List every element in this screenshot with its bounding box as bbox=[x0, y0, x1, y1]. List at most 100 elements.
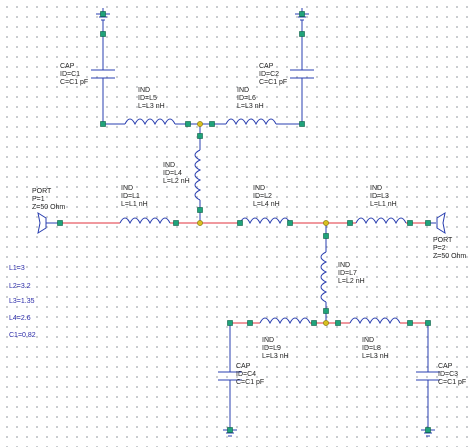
equation-l4[interactable]: L4=2.6 bbox=[9, 315, 31, 322]
label-p2-type: PORT bbox=[433, 237, 453, 244]
label-l1-value: L=L1 nH bbox=[121, 201, 148, 208]
label-l2-type: IND bbox=[253, 185, 265, 192]
label-l3-value: L=L1 nH bbox=[370, 201, 397, 208]
equation-l2[interactable]: L2=3.2 bbox=[9, 283, 31, 290]
capacitor-c2[interactable] bbox=[278, 20, 314, 125]
label-c1-id: ID=C1 bbox=[60, 71, 80, 78]
node-square[interactable] bbox=[185, 121, 191, 127]
label-c3-value: C=C1 pF bbox=[438, 379, 466, 386]
port-1[interactable] bbox=[37, 211, 60, 235]
label-l9-type: IND bbox=[262, 337, 274, 344]
node-square[interactable] bbox=[247, 320, 253, 326]
node-square[interactable] bbox=[227, 320, 233, 326]
node-markers bbox=[57, 11, 431, 433]
label-c4-id: ID=C4 bbox=[236, 371, 256, 378]
node-square[interactable] bbox=[347, 220, 353, 226]
junction-top bbox=[197, 121, 203, 127]
node-square[interactable] bbox=[57, 220, 63, 226]
node-square[interactable] bbox=[407, 320, 413, 326]
node-square[interactable] bbox=[299, 31, 305, 37]
label-l9-id: ID=L9 bbox=[262, 345, 281, 352]
label-l7: IND ID=L7 L=L2 nH bbox=[338, 262, 365, 285]
label-l9-value: L=L3 nH bbox=[262, 353, 289, 360]
node-square[interactable] bbox=[335, 320, 341, 326]
label-c3: CAP ID=C3 C=C1 pF bbox=[438, 363, 466, 386]
label-l3-id: ID=L3 bbox=[370, 193, 389, 200]
variable-equations: L1=3 L2=3.2 L3=1.35 L4=2.6 C1=0.82 bbox=[9, 265, 36, 339]
label-l5-id: ID=L5 bbox=[138, 95, 157, 102]
label-l7-value: L=L2 nH bbox=[338, 278, 365, 285]
label-l5: IND ID=L5 L=L3 nH bbox=[138, 87, 165, 110]
equation-c1[interactable]: C1=0.82 bbox=[9, 332, 36, 339]
capacitor-c1[interactable] bbox=[91, 20, 122, 125]
label-l1-type: IND bbox=[121, 185, 133, 192]
label-c2: CAP ID=C2 C=C1 pF bbox=[259, 63, 287, 86]
node-square[interactable] bbox=[299, 121, 305, 127]
label-l4-id: ID=L4 bbox=[163, 170, 182, 177]
label-c2-type: CAP bbox=[259, 63, 274, 70]
node-square[interactable] bbox=[100, 11, 106, 17]
equation-l3[interactable]: L3=1.35 bbox=[9, 298, 35, 305]
label-l6-id: ID=L6 bbox=[237, 95, 256, 102]
label-c1-type: CAP bbox=[60, 63, 75, 70]
capacitor-c3[interactable] bbox=[416, 323, 440, 430]
inductor-l1[interactable] bbox=[60, 217, 200, 225]
inductor-l6[interactable] bbox=[200, 118, 302, 126]
label-l1: IND ID=L1 L=L1 nH bbox=[121, 185, 148, 208]
label-p2-id: P=2 bbox=[433, 245, 446, 252]
label-l3: IND ID=L3 L=L1 nH bbox=[370, 185, 397, 208]
label-c1: CAP ID=C1 C=C1 pF bbox=[60, 63, 88, 86]
label-c3-type: CAP bbox=[438, 363, 453, 370]
node-square[interactable] bbox=[299, 11, 305, 17]
label-l2: IND ID=L2 L=L4 nH bbox=[253, 185, 280, 208]
label-l3-type: IND bbox=[370, 185, 382, 192]
label-l8-value: L=L3 nH bbox=[362, 353, 389, 360]
node-square[interactable] bbox=[425, 220, 431, 226]
node-square[interactable] bbox=[311, 320, 317, 326]
label-c3-id: ID=C3 bbox=[438, 371, 458, 378]
label-l4: IND ID=L4 L=L2 nH bbox=[163, 162, 190, 185]
node-square[interactable] bbox=[173, 220, 179, 226]
label-p1-value: Z=50 Ohm bbox=[32, 204, 65, 211]
label-p1: PORT P=1 Z=50 Ohm bbox=[32, 188, 65, 211]
label-l7-type: IND bbox=[338, 262, 350, 269]
node-square[interactable] bbox=[425, 320, 431, 326]
junction-main-left bbox=[197, 220, 203, 226]
equation-l1[interactable]: L1=3 bbox=[9, 265, 25, 272]
label-l1-id: ID=L1 bbox=[121, 193, 140, 200]
label-l6-value: L=L3 nH bbox=[237, 103, 264, 110]
node-square[interactable] bbox=[100, 121, 106, 127]
junction-main-right bbox=[323, 220, 329, 226]
label-l5-type: IND bbox=[138, 87, 150, 94]
label-c4: CAP ID=C4 C=C1 pF bbox=[236, 363, 264, 386]
label-p1-type: PORT bbox=[32, 188, 52, 195]
label-l8-type: IND bbox=[362, 337, 374, 344]
capacitor-c4[interactable] bbox=[218, 323, 242, 430]
node-square[interactable] bbox=[237, 220, 243, 226]
node-square[interactable] bbox=[197, 207, 203, 213]
node-square[interactable] bbox=[287, 220, 293, 226]
node-square[interactable] bbox=[323, 308, 329, 314]
node-square[interactable] bbox=[100, 31, 106, 37]
node-square[interactable] bbox=[209, 121, 215, 127]
node-square[interactable] bbox=[197, 133, 203, 139]
label-l6: IND ID=L6 L=L3 nH bbox=[237, 87, 264, 110]
label-c1-value: C=C1 pF bbox=[60, 79, 88, 86]
label-l5-value: L=L3 nH bbox=[138, 103, 165, 110]
node-square[interactable] bbox=[227, 427, 233, 433]
inductor-l2[interactable] bbox=[200, 217, 326, 225]
label-l4-value: L=L2 nH bbox=[163, 178, 190, 185]
label-l7-id: ID=L7 bbox=[338, 270, 357, 277]
junction-bottom bbox=[323, 320, 329, 326]
label-p2: PORT P=2 Z=50 Ohm bbox=[433, 237, 466, 260]
node-square[interactable] bbox=[407, 220, 413, 226]
label-l8: IND ID=L8 L=L3 nH bbox=[362, 337, 389, 360]
label-c2-id: ID=C2 bbox=[259, 71, 279, 78]
label-l2-id: ID=L2 bbox=[253, 193, 272, 200]
node-square[interactable] bbox=[323, 233, 329, 239]
label-l2-value: L=L4 nH bbox=[253, 201, 280, 208]
label-l4-type: IND bbox=[163, 162, 175, 169]
node-square[interactable] bbox=[425, 427, 431, 433]
label-c2-value: C=C1 pF bbox=[259, 79, 287, 86]
